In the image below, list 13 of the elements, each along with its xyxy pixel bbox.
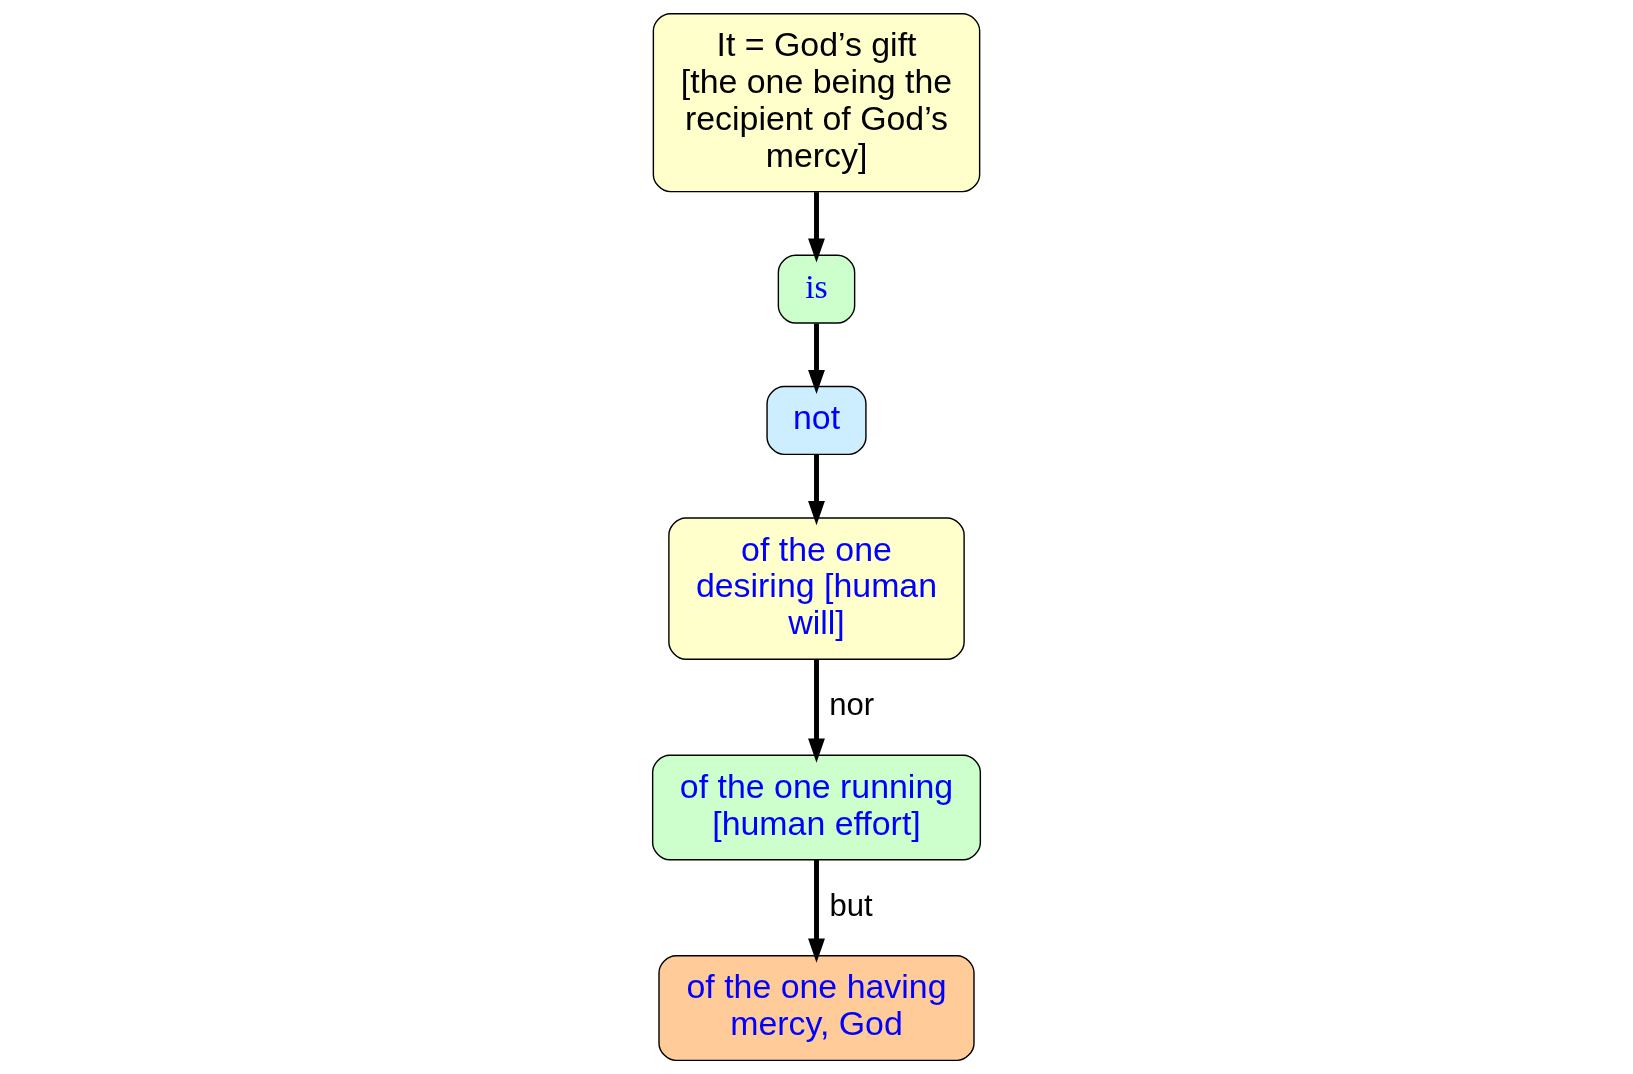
edge-label: nor xyxy=(829,687,875,723)
arrow xyxy=(808,859,825,963)
node-box: not xyxy=(766,385,867,456)
node-box: of the one desiring [human will] xyxy=(668,517,965,660)
arrow xyxy=(808,659,825,763)
edge-label: but xyxy=(829,887,873,923)
node-box: is xyxy=(777,254,856,324)
arrow xyxy=(808,454,825,526)
arrow xyxy=(808,192,825,263)
node-box: It = God’s gift [the one being the recipient of God’s mercy] xyxy=(652,12,981,193)
arrow xyxy=(808,323,825,394)
node-box: of the one running [human effort] xyxy=(651,754,982,861)
node-box: of the one having mercy, God xyxy=(658,955,975,1062)
